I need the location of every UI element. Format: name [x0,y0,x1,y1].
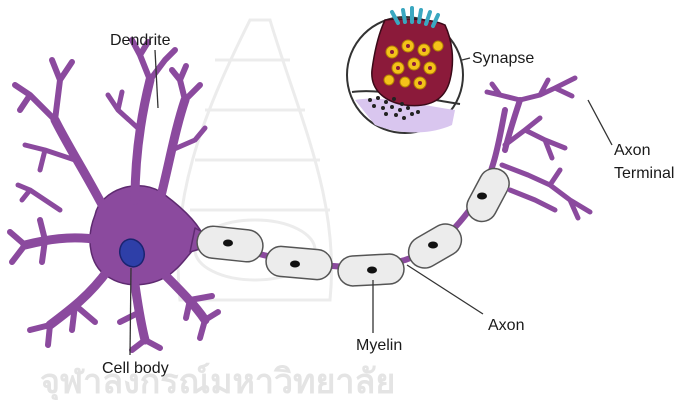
synapse-inset [347,8,463,133]
myelin-segment [196,225,265,264]
label-axon-terminal-line1: Axon [614,142,650,159]
label-synapse: Synapse [472,50,534,67]
watermark-text: จุฬาลงกรณ์มหาวิทยาลัย [40,362,395,400]
label-axon: Axon [488,317,524,334]
myelin-segment [265,245,333,281]
label-dendrite: Dendrite [110,32,171,49]
label-myelin: Myelin [356,337,402,354]
label-axon-terminal-line2: Terminal [614,165,674,182]
myelin-sheaths [196,163,515,286]
label-cell-body: Cell body [102,360,169,377]
myelin-segment [462,163,515,227]
myelin-segment [337,253,404,286]
